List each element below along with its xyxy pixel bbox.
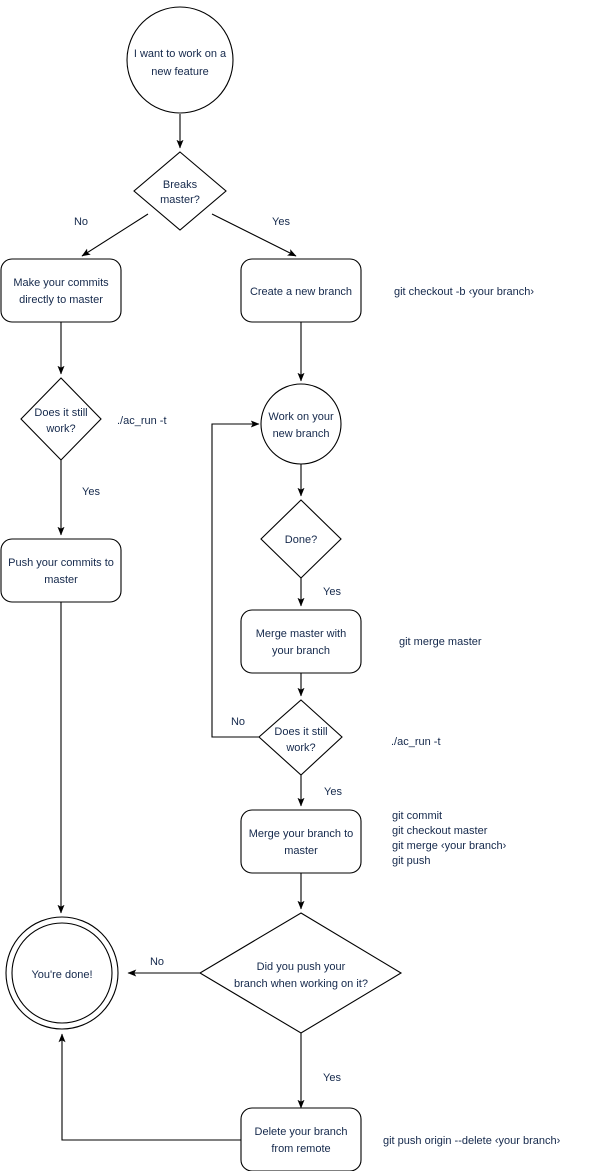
node-breaks-master[interactable]: Breaks master? (133, 151, 227, 231)
delete-branch-label-line1: Delete your branch (255, 1126, 348, 1138)
breaks-master-diamond-shape (133, 151, 227, 231)
breaks-master-label-line2: master? (160, 194, 200, 206)
annotation-merge-cmds-line4: git push (392, 855, 431, 867)
start-label-line1: I want to work on a (134, 48, 227, 60)
does-it-work-mid-diamond-shape (258, 699, 343, 776)
merge-branch-rect-shape (240, 809, 362, 874)
node-work-on-branch[interactable]: Work on your new branch (260, 383, 342, 465)
edge-breaks-master-no (81, 213, 149, 257)
done-label-line1: Done? (285, 534, 317, 546)
edge-breaks-master-yes (211, 213, 297, 257)
merge-master-rect-shape (240, 609, 362, 674)
annotations-layer: git checkout -b ‹your branch› ./ac_run -… (117, 286, 561, 1147)
node-start[interactable]: I want to work on a new feature (126, 6, 234, 114)
merge-master-label-line1: Merge master with (256, 628, 346, 640)
does-it-work-mid-label-line1: Does it still (274, 726, 327, 738)
start-circle-shape (126, 6, 234, 114)
edge-label-breaks-no: No (74, 216, 88, 228)
merge-master-label-line2: your branch (272, 645, 330, 657)
edge-labels-layer: No Yes Yes Yes No Yes No Yes (74, 216, 342, 1084)
edge-label-mid-work-yes: Yes (324, 786, 342, 798)
does-it-work-mid-label-line2: work? (285, 742, 315, 754)
start-label-line2: new feature (151, 66, 208, 78)
push-commits-label-line1: Push your commits to (8, 557, 114, 569)
edge-label-left-work-yes: Yes (82, 486, 100, 498)
push-commits-label-line2: master (44, 574, 78, 586)
does-it-work-left-label-line1: Does it still (34, 407, 87, 419)
node-youre-done[interactable]: You're done! (5, 916, 119, 1030)
edge-label-done-yes: Yes (323, 586, 341, 598)
work-on-branch-label-line1: Work on your (268, 411, 334, 423)
work-on-branch-label-line2: new branch (273, 428, 330, 440)
node-did-you-push[interactable]: Did you push your branch when working on… (198, 912, 403, 1034)
node-create-branch[interactable]: Create a new branch (240, 258, 362, 323)
edge-label-push-yes: Yes (323, 1072, 341, 1084)
node-done[interactable]: Done? (260, 499, 342, 579)
merge-branch-label-line2: master (284, 845, 318, 857)
annotation-git-merge-master: git merge master (399, 636, 482, 648)
make-commits-rect-shape (0, 258, 122, 323)
delete-branch-label-line2: from remote (271, 1143, 330, 1155)
merge-branch-label-line1: Merge your branch to (249, 828, 354, 840)
node-make-commits[interactable]: Make your commits directly to master (0, 258, 122, 323)
done-diamond-shape (260, 499, 342, 579)
annotation-merge-cmds-line1: git commit (392, 810, 442, 822)
edge-delete-branch-to-youre-done (58, 1033, 241, 1141)
did-you-push-diamond-shape (198, 912, 403, 1034)
node-does-it-work-left[interactable]: Does it still work? (20, 377, 102, 461)
annotation-ac-run-mid: ./ac_run -t (391, 736, 441, 748)
does-it-work-left-label-line2: work? (45, 423, 75, 435)
node-push-commits[interactable]: Push your commits to master (0, 538, 122, 603)
does-it-work-left-diamond-shape (20, 377, 102, 461)
annotation-merge-cmds-line3: git merge ‹your branch› (392, 840, 507, 852)
breaks-master-label-line1: Breaks (163, 179, 198, 191)
youre-done-inner-circle-shape (11, 922, 113, 1024)
node-merge-master[interactable]: Merge master with your branch (240, 609, 362, 674)
annotation-merge-cmds-line2: git checkout master (392, 825, 488, 837)
did-you-push-label-line2: branch when working on it? (234, 978, 368, 990)
youre-done-label: You're done! (31, 969, 92, 981)
make-commits-label-line2: directly to master (19, 294, 103, 306)
annotation-ac-run-left: ./ac_run -t (117, 415, 167, 427)
work-on-branch-circle-shape (260, 383, 342, 465)
edge-does-it-work-mid-no-loopback (211, 420, 260, 738)
edge-label-breaks-yes: Yes (272, 216, 290, 228)
edges-layer (57, 114, 305, 1141)
annotation-git-push-origin-delete: git push origin --delete ‹your branch› (383, 1135, 561, 1147)
edge-label-mid-work-no: No (231, 716, 245, 728)
annotation-git-checkout: git checkout -b ‹your branch› (394, 286, 534, 298)
node-does-it-work-mid[interactable]: Does it still work? (258, 699, 343, 776)
node-delete-branch[interactable]: Delete your branch from remote (240, 1107, 362, 1171)
did-you-push-label-line1: Did you push your (257, 961, 346, 973)
node-merge-branch[interactable]: Merge your branch to master (240, 809, 362, 874)
push-commits-rect-shape (0, 538, 122, 603)
create-branch-label-line1: Create a new branch (250, 286, 352, 298)
make-commits-label-line1: Make your commits (13, 277, 109, 289)
delete-branch-rect-shape (240, 1107, 362, 1171)
edge-label-push-no: No (150, 956, 164, 968)
create-branch-rect-shape (240, 258, 362, 323)
